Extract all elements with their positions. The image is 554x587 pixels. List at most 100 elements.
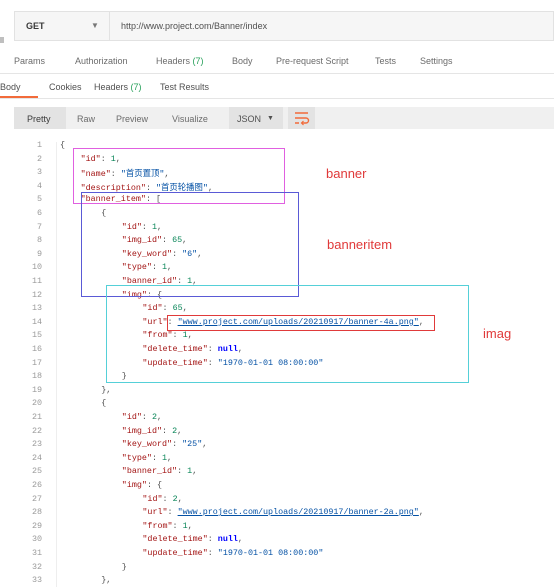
- json-key: "id": [121, 412, 142, 422]
- json-punctuation: :: [207, 548, 218, 558]
- json-punctuation: ,: [157, 221, 163, 232]
- line-number: 24: [31, 452, 42, 463]
- json-value: 2: [172, 493, 178, 504]
- tab-label: Tests: [375, 56, 397, 66]
- method-selector[interactable]: GET ▼: [14, 11, 110, 41]
- json-punctuation: :: [110, 169, 121, 180]
- json-key: "id": [142, 493, 163, 504]
- tab-headers[interactable]: Headers (7): [156, 56, 204, 66]
- json-punctuation: :: [172, 330, 183, 341]
- line-number: 26: [31, 480, 42, 490]
- line-number: 32: [31, 561, 42, 572]
- line-number: 23: [31, 439, 42, 450]
- chevron-down-icon: ▼: [91, 21, 99, 30]
- line-number: 14: [31, 316, 42, 327]
- json-key: "img": [121, 289, 147, 300]
- json-value: 1: [182, 330, 188, 341]
- banner-annotation-label: banner: [326, 166, 367, 181]
- json-value: null: [217, 534, 238, 545]
- code-line: "key_word": "25",: [122, 439, 207, 449]
- line-number: 28: [31, 507, 42, 518]
- json-punctuation: ,: [192, 466, 198, 477]
- response-tab-body[interactable]: Body: [0, 82, 21, 92]
- json-punctuation: :: [151, 262, 163, 273]
- tab-label: Settings: [420, 56, 453, 66]
- tab-authorization[interactable]: Authorization: [75, 56, 128, 66]
- code-line: "delete_time": null,: [142, 534, 243, 544]
- line-number: 29: [31, 520, 42, 531]
- code-line: "update_time": "1970-01-01 08:00:00": [142, 548, 323, 558]
- json-key: "from": [142, 520, 173, 531]
- json-punctuation: ,: [192, 276, 198, 286]
- json-punctuation: ,: [157, 412, 163, 422]
- json-value: "25": [182, 439, 203, 450]
- tab-settings[interactable]: Settings: [420, 56, 453, 66]
- code-line: "id": 65,: [142, 303, 187, 313]
- format-select[interactable]: JSON ▼: [229, 107, 283, 129]
- json-key: "url": [142, 316, 168, 327]
- format-label: JSON: [237, 114, 262, 124]
- line-number: 10: [31, 262, 42, 273]
- line-number: 33: [31, 575, 42, 586]
- line-number: 7: [36, 221, 42, 232]
- json-punctuation: ,: [237, 344, 243, 354]
- json-key: "name": [80, 169, 111, 180]
- tab-tests[interactable]: Tests: [375, 56, 396, 66]
- code-line: "id": 1,: [122, 222, 162, 232]
- response-tab-cookies[interactable]: Cookies: [49, 82, 82, 92]
- json-punctuation: ,: [197, 248, 203, 259]
- tab-pre-request-script[interactable]: Pre-request Script: [276, 56, 349, 66]
- visualize-button[interactable]: Visualize: [172, 114, 208, 124]
- gutter-divider: [56, 142, 57, 587]
- wrap-lines-button[interactable]: [288, 107, 315, 129]
- json-punctuation: :: [141, 412, 152, 422]
- pretty-button[interactable]: [14, 107, 66, 129]
- json-key: "update_time": [142, 357, 208, 368]
- json-key: "url": [142, 507, 168, 518]
- json-punctuation: ,: [167, 452, 173, 463]
- code-line: "id": 2,: [142, 494, 182, 504]
- method-label: GET: [26, 21, 45, 31]
- json-value: "1970-01-01 08:00:00": [217, 548, 324, 558]
- json-punctuation: {: [101, 398, 107, 409]
- code-line: }: [122, 371, 127, 381]
- img-annotation-label: imag: [483, 326, 512, 341]
- url-input[interactable]: http://www.project.com/Banner/index: [121, 21, 268, 31]
- response-tab-headers[interactable]: Headers (7): [94, 82, 142, 92]
- line-number: 20: [31, 398, 42, 409]
- line-number: 15: [31, 330, 42, 341]
- code-line: "img": {: [122, 290, 162, 300]
- json-value: 1: [182, 520, 188, 531]
- line-number: 8: [36, 235, 42, 246]
- json-punctuation: :: [172, 248, 183, 259]
- response-toolbar: [14, 107, 554, 129]
- json-key: "delete_time": [142, 534, 208, 545]
- json-punctuation: :: [207, 344, 218, 354]
- url-link[interactable]: "www.project.com/uploads/20210917/banner…: [177, 507, 419, 518]
- json-key: "type": [121, 452, 152, 463]
- divider: [0, 98, 554, 99]
- json-punctuation: :: [207, 534, 218, 545]
- json-key: "banner_id": [121, 276, 178, 286]
- code-line: "delete_time": null,: [142, 344, 243, 354]
- code-line: },: [101, 575, 111, 585]
- json-value: 1: [162, 452, 168, 463]
- line-number: 22: [31, 425, 42, 436]
- json-punctuation: :: [172, 520, 183, 531]
- code-line: "update_time": "1970-01-01 08:00:00": [142, 358, 323, 368]
- tab-body[interactable]: Body: [232, 56, 253, 66]
- code-line: "id": 1,: [81, 154, 121, 164]
- raw-button[interactable]: Raw: [77, 114, 96, 124]
- preview-button[interactable]: Preview: [116, 114, 149, 124]
- line-number: 1: [36, 140, 42, 150]
- json-value: "1970-01-01 08:00:00": [217, 357, 324, 368]
- json-punctuation: }: [121, 371, 127, 382]
- tab-params[interactable]: Params: [14, 56, 45, 66]
- line-number: 16: [31, 344, 42, 354]
- response-tab-test-results[interactable]: Test Results: [160, 82, 209, 92]
- tab-count: (7): [192, 56, 204, 66]
- url-link[interactable]: "www.project.com/uploads/20210917/banner…: [177, 316, 419, 327]
- json-key: "id": [142, 303, 163, 314]
- json-key: "type": [121, 262, 152, 273]
- code-line: "description": "首页轮播图",: [81, 181, 213, 193]
